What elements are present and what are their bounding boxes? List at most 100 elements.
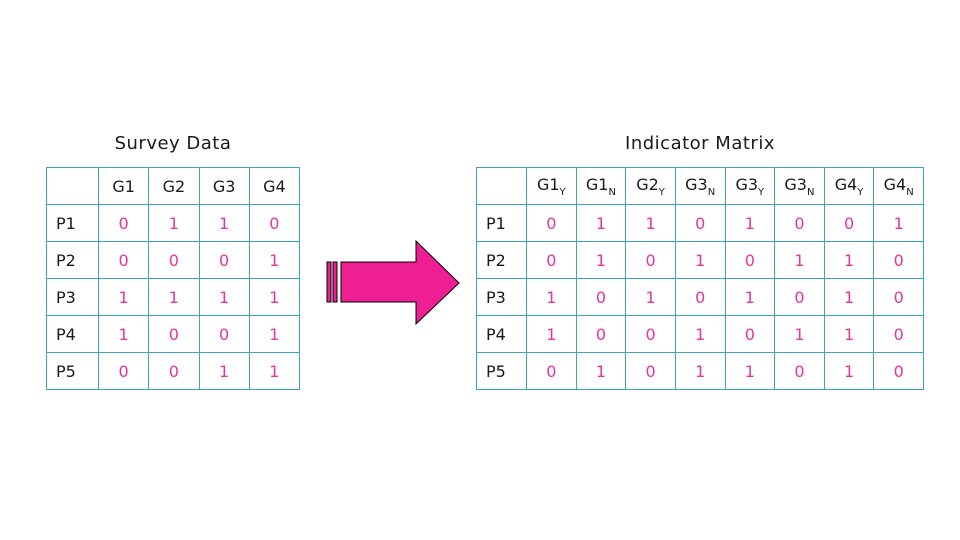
value-cell: 1 [774, 315, 825, 353]
value-cell: 1 [674, 241, 726, 279]
value-cell: 0 [198, 241, 250, 279]
survey-data-title: Survey Data [114, 133, 232, 154]
value-cell: 0 [97, 204, 150, 242]
value-cell: 0 [873, 278, 924, 316]
value-cell: 0 [674, 204, 726, 242]
value-cell: 1 [823, 315, 875, 353]
row-label: P5 [476, 352, 527, 390]
value-cell: 1 [625, 278, 676, 316]
column-header-subscript: N [806, 186, 815, 198]
column-header-base: G1 [585, 174, 609, 194]
value-cell: 1 [873, 204, 924, 242]
value-cell: 0 [526, 352, 577, 390]
value-cell: 1 [625, 204, 676, 242]
value-cell: 0 [625, 352, 676, 390]
column-header: G2 [148, 167, 200, 205]
value-cell: 1 [674, 315, 726, 353]
row-label: P1 [476, 204, 527, 242]
column-header: G3Y [724, 167, 776, 205]
value-cell: 0 [774, 352, 825, 390]
arrow-body [340, 240, 460, 326]
corner-cell [46, 167, 99, 205]
value-cell: 1 [148, 204, 200, 242]
value-cell: 1 [248, 315, 301, 353]
value-cell: 1 [774, 241, 825, 279]
row-label: P3 [46, 278, 99, 316]
column-header: G4Y [823, 167, 875, 205]
value-cell: 0 [774, 278, 825, 316]
value-cell: 0 [248, 204, 301, 242]
row-label: P3 [476, 278, 527, 316]
arrow-tail-bar-2 [332, 261, 338, 303]
value-cell: 0 [97, 241, 150, 279]
value-cell: 1 [575, 204, 627, 242]
value-cell: 0 [724, 315, 776, 353]
column-header: G3N [774, 167, 825, 205]
column-header-subscript: Y [758, 186, 765, 198]
row-label: P1 [46, 204, 99, 242]
value-cell: 1 [198, 278, 250, 316]
column-header-base: G4 [883, 174, 907, 194]
column-header-subscript: N [608, 186, 616, 198]
value-cell: 1 [674, 352, 726, 390]
column-header-base: G3 [784, 174, 807, 194]
column-header-subscript: Y [857, 186, 864, 198]
column-header: G1 [97, 167, 150, 205]
value-cell: 0 [774, 204, 825, 242]
row-label: P2 [46, 241, 99, 279]
value-cell: 0 [148, 352, 200, 390]
column-header-subscript: Y [559, 186, 566, 198]
row-label: P4 [476, 315, 527, 353]
value-cell: 0 [823, 204, 875, 242]
value-cell: 1 [526, 315, 577, 353]
row-label: P2 [476, 241, 527, 279]
column-header-subscript: N [707, 186, 716, 198]
value-cell: 0 [148, 241, 200, 279]
value-cell: 1 [724, 204, 776, 242]
value-cell: 0 [873, 315, 924, 353]
value-cell: 0 [724, 241, 776, 279]
column-header: G1Y [526, 167, 577, 205]
value-cell: 0 [526, 204, 577, 242]
column-header-base: G2 [636, 174, 659, 194]
value-cell: 1 [148, 278, 200, 316]
corner-cell [476, 167, 527, 205]
value-cell: 1 [198, 204, 250, 242]
value-cell: 0 [526, 241, 577, 279]
value-cell: 1 [823, 278, 875, 316]
column-header: G4 [248, 167, 301, 205]
column-header-base: G4 [834, 174, 858, 194]
value-cell: 1 [575, 352, 627, 390]
value-cell: 0 [575, 278, 627, 316]
column-header: G4N [873, 167, 924, 205]
value-cell: 0 [625, 241, 676, 279]
value-cell: 1 [198, 352, 250, 390]
value-cell: 0 [148, 315, 200, 353]
arrow-tail-bar-1 [326, 261, 332, 303]
value-cell: 0 [575, 315, 627, 353]
column-header-base: G3 [735, 174, 759, 194]
column-header-base: G1 [536, 174, 560, 194]
value-cell: 1 [823, 241, 875, 279]
value-cell: 1 [97, 278, 150, 316]
value-cell: 1 [97, 315, 150, 353]
value-cell: 1 [724, 352, 776, 390]
value-cell: 0 [625, 315, 676, 353]
right-arrow-icon [326, 240, 460, 326]
column-header: G3 [198, 167, 250, 205]
value-cell: 1 [526, 278, 577, 316]
row-label: P5 [46, 352, 99, 390]
value-cell: 1 [823, 352, 875, 390]
value-cell: 0 [198, 315, 250, 353]
column-header-subscript: Y [658, 186, 665, 198]
